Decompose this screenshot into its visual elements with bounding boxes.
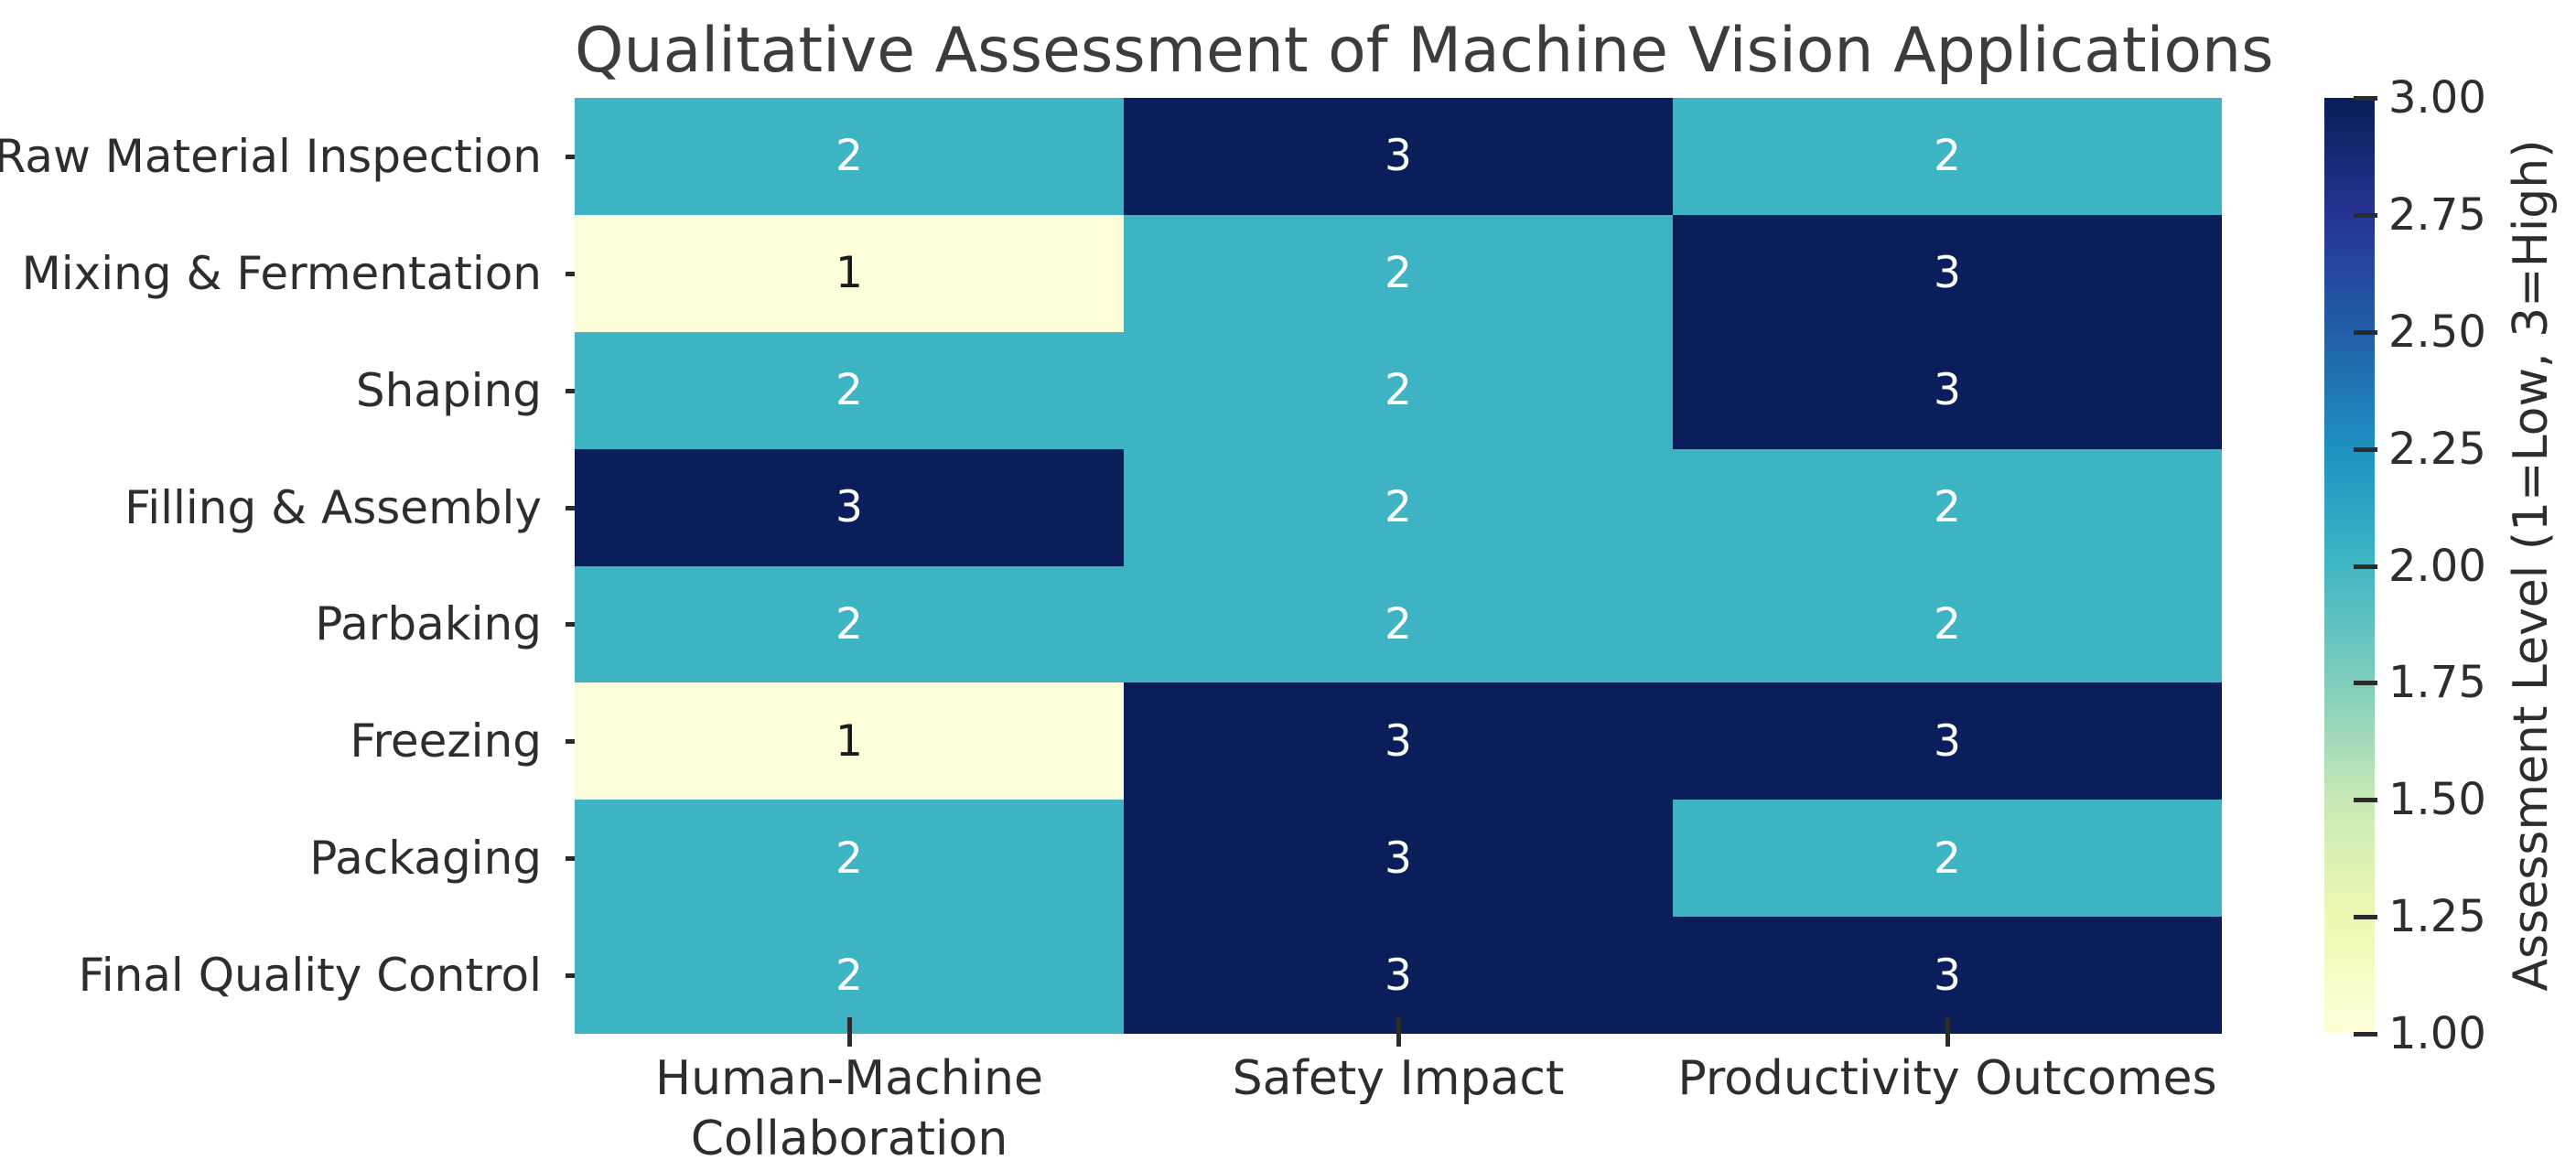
colorbar-tick-label: 1.00 xyxy=(2388,1008,2486,1059)
heatmap-cell: 3 xyxy=(1673,682,2222,800)
heatmap-cell: 3 xyxy=(1124,917,1673,1034)
heatmap-cell: 3 xyxy=(1673,214,2222,332)
cell-value: 2 xyxy=(1934,131,1961,182)
heatmap-cell: 2 xyxy=(575,565,1124,683)
colorbar-tick-label: 2.75 xyxy=(2388,188,2486,241)
row-label-text: Filling & Assembly xyxy=(124,480,542,534)
colorbar-tick-mark xyxy=(2354,564,2377,569)
heatmap-cell: 1 xyxy=(575,214,1124,332)
colorbar-tick-mark xyxy=(2354,329,2377,335)
cell-value: 2 xyxy=(1385,598,1412,650)
colorbar-tick-mark xyxy=(2354,1032,2377,1037)
colorbar-axis-label: Assessment Level (1=Low, 3=High) xyxy=(2504,139,2559,992)
colorbar-tick-mark xyxy=(2354,446,2377,452)
cell-value: 2 xyxy=(1385,482,1412,533)
cell-value: 2 xyxy=(1934,833,1961,884)
row-label-text: Final Quality Control xyxy=(78,949,542,1003)
heatmap-cell: 2 xyxy=(1673,448,2222,566)
cell-value: 3 xyxy=(1934,950,1961,1001)
colorbar-tick-label: 2.25 xyxy=(2388,423,2486,475)
heatmap-cell: 2 xyxy=(1673,800,2222,918)
cell-value: 1 xyxy=(835,248,863,299)
heatmap-cell: 2 xyxy=(575,917,1124,1034)
heatmap-cell: 2 xyxy=(1673,565,2222,683)
row-label-text: Freezing xyxy=(350,714,542,768)
y-tick-label: Parbaking xyxy=(0,566,593,683)
colorbar-tick-label: 2.50 xyxy=(2388,306,2486,358)
cell-value: 3 xyxy=(1385,131,1412,182)
heatmap-plot: 2 3 2 1 2 3 2 2 3 3 2 2 2 2 2 1 3 3 2 3 2 2 3 3 xyxy=(575,98,2222,1034)
y-tick-label: Freezing xyxy=(0,682,593,800)
cell-value: 2 xyxy=(1934,482,1961,533)
heatmap-cell: 2 xyxy=(1124,448,1673,566)
cell-value: 3 xyxy=(1934,715,1961,767)
x-tick-mark xyxy=(1396,1017,1401,1047)
colorbar-tick-label: 1.75 xyxy=(2388,657,2486,709)
row-label-text: Shaping xyxy=(355,363,542,417)
x-tick-label: Safety Impact xyxy=(1232,1051,1565,1106)
x-axis-labels: Human-Machine Collaboration Safety Impact… xyxy=(575,1048,2222,1171)
cell-value: 3 xyxy=(1385,715,1412,767)
colorbar-tick-label: 3.00 xyxy=(2388,72,2486,124)
cell-value: 2 xyxy=(835,833,863,884)
colorbar-tick-mark xyxy=(2354,798,2377,803)
row-label-text: Mixing & Fermentation xyxy=(21,246,542,300)
cell-value: 2 xyxy=(1385,365,1412,416)
cell-value: 2 xyxy=(1385,248,1412,299)
chart-title: Qualitative Assessment of Machine Vision… xyxy=(575,15,2274,87)
cell-value: 2 xyxy=(835,950,863,1001)
heatmap-cell: 3 xyxy=(1124,682,1673,800)
cell-value: 1 xyxy=(835,715,863,767)
heatmap-cell: 3 xyxy=(1673,331,2222,449)
heatmap-cell: 3 xyxy=(1673,917,2222,1034)
x-tick-mark xyxy=(847,1017,852,1047)
cell-value: 3 xyxy=(1934,248,1961,299)
colorbar-tick-label: 1.25 xyxy=(2388,891,2486,943)
cell-value: 2 xyxy=(835,131,863,182)
heatmap-cell: 2 xyxy=(1124,331,1673,449)
y-tick-label: Filling & Assembly xyxy=(0,449,593,566)
heatmap-cell: 2 xyxy=(575,800,1124,918)
y-tick-label: Packaging xyxy=(0,800,593,917)
row-label-text: Raw Material Inspection xyxy=(0,129,542,183)
heatmap-cell: 2 xyxy=(575,331,1124,449)
heatmap-cell: 1 xyxy=(575,682,1124,800)
colorbar-tick-label: 2.00 xyxy=(2388,540,2486,592)
colorbar-tick-mark xyxy=(2354,681,2377,686)
heatmap-cell: 3 xyxy=(1124,800,1673,918)
heatmap-cell: 2 xyxy=(1124,565,1673,683)
colorbar-tick-mark xyxy=(2354,212,2377,218)
colorbar-tick-mark xyxy=(2354,96,2377,101)
x-tick-label: Productivity Outcomes xyxy=(1677,1051,2217,1106)
heatmap-cell: 2 xyxy=(575,98,1124,215)
cell-value: 2 xyxy=(835,365,863,416)
colorbar-tick-label: 1.50 xyxy=(2388,774,2486,826)
cell-value: 3 xyxy=(1385,833,1412,884)
y-tick-label: Mixing & Fermentation xyxy=(0,215,593,332)
heatmap-cell: 3 xyxy=(1124,98,1673,215)
cell-value: 2 xyxy=(1934,598,1961,650)
cell-value: 3 xyxy=(835,482,863,533)
y-tick-label: Raw Material Inspection xyxy=(0,98,593,215)
x-tick-label: Human-Machine Collaboration xyxy=(655,1051,1043,1166)
cell-value: 2 xyxy=(835,598,863,650)
cell-value: 3 xyxy=(1385,950,1412,1001)
heatmap-cell: 2 xyxy=(1673,98,2222,215)
row-label-text: Parbaking xyxy=(315,597,542,651)
colorbar-tick-mark xyxy=(2354,915,2377,920)
row-label-text: Packaging xyxy=(309,832,542,886)
cell-value: 3 xyxy=(1934,365,1961,416)
heatmap-cell: 3 xyxy=(575,448,1124,566)
x-tick-mark xyxy=(1945,1017,1950,1047)
y-tick-label: Shaping xyxy=(0,332,593,449)
y-tick-label: Final Quality Control xyxy=(0,917,593,1034)
heatmap-cell: 2 xyxy=(1124,214,1673,332)
